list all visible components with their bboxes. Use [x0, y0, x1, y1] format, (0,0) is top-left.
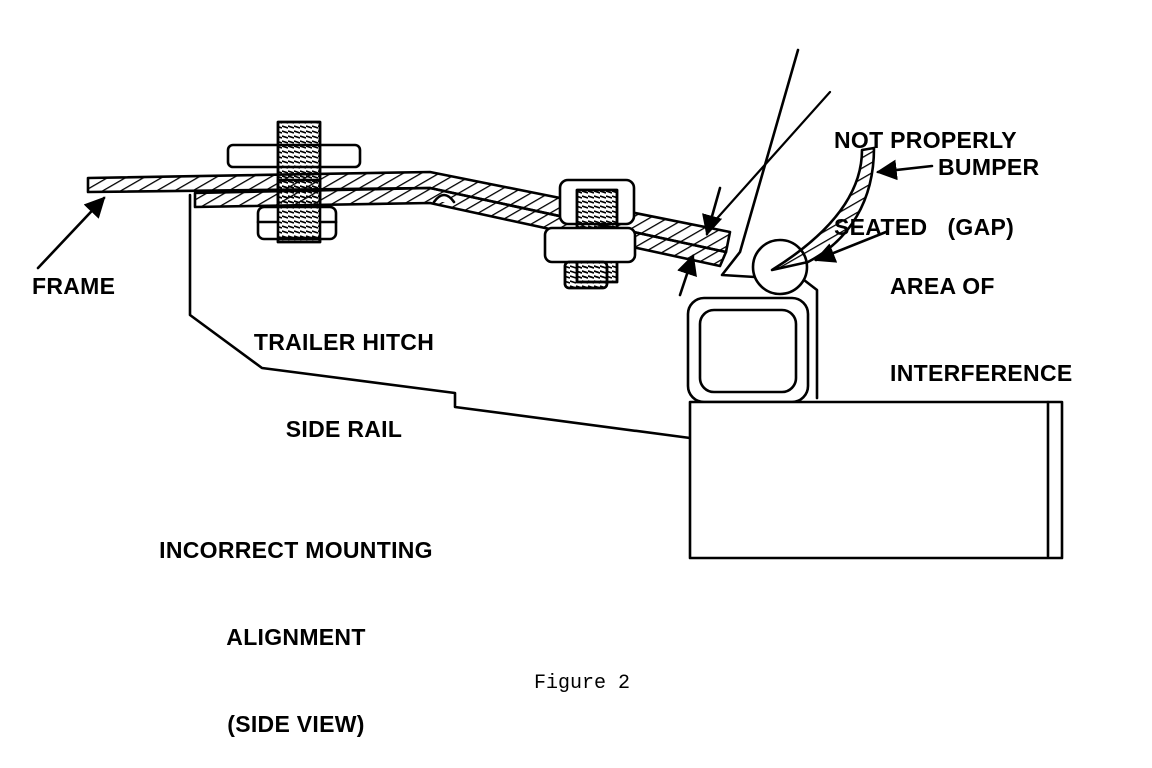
trailer-hitch-label-line2: SIDE RAIL: [285, 416, 403, 442]
diagram-title-line3: (SIDE VIEW): [227, 711, 365, 737]
trailer-hitch-label: TRAILER HITCH SIDE RAIL: [226, 270, 462, 473]
weld-bead: [432, 193, 456, 204]
frame-leader: [36, 196, 106, 270]
not-seated-label-line2: SEATED (GAP): [834, 214, 1015, 240]
hitch-block: [688, 400, 1064, 560]
trailer-hitch-label-line1: TRAILER HITCH: [253, 329, 435, 355]
side-rail-outline: [188, 193, 692, 440]
not-seated-label-line1: NOT PROPERLY: [834, 127, 1017, 153]
interference-leader: [814, 230, 888, 263]
not-seated-label: NOT PROPERLY SEATED (GAP): [834, 68, 1017, 271]
diagram-title-line2: ALIGNMENT: [226, 624, 366, 650]
diagram-title: INCORRECT MOUNTING ALIGNMENT (SIDE VIEW): [120, 478, 472, 768]
interference-label: AREA OF INTERFERENCE: [890, 214, 1073, 417]
bumper-label: BUMPER: [938, 154, 1040, 180]
mounting-alignment-diagram: [36, 48, 1064, 560]
bolt-two: [543, 178, 637, 290]
frame-label: FRAME: [32, 273, 116, 299]
bolt-one: [226, 120, 362, 244]
interference-label-line2: INTERFERENCE: [890, 360, 1073, 386]
gap-arrow-upper: [702, 186, 723, 237]
diagram-title-line1: INCORRECT MOUNTING: [159, 537, 433, 563]
gap-arrow-lower: [677, 254, 697, 297]
figure-caption: Figure 2: [534, 672, 631, 695]
bumper-leader: [875, 159, 934, 181]
interference-label-line1: AREA OF: [890, 273, 995, 299]
not-seated-leader: [710, 90, 832, 226]
side-rail-flange: [193, 186, 728, 268]
